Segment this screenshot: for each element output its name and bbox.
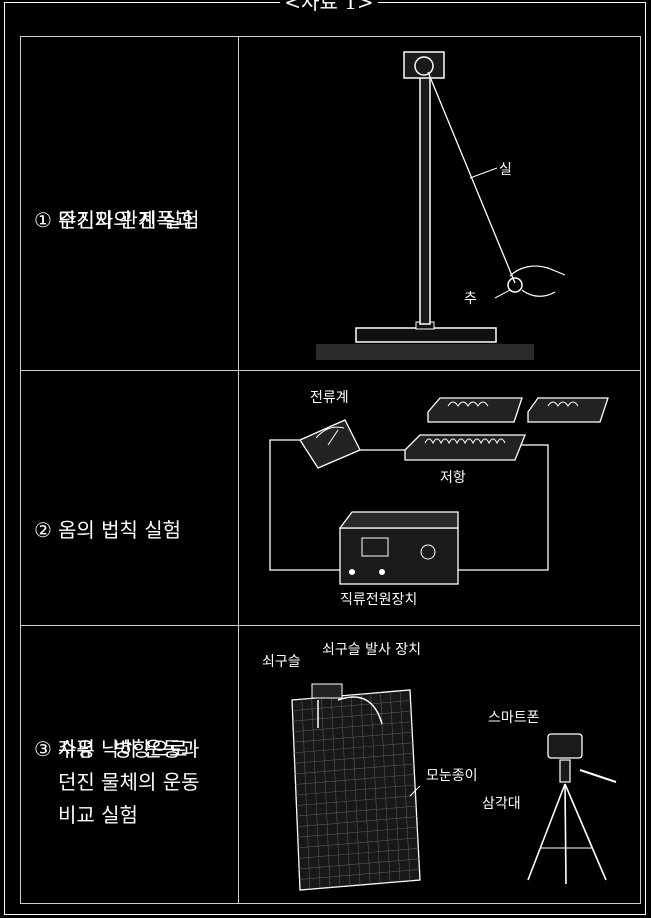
grid-line-horizontal [297,816,417,827]
label-power-supply: 직류전원장치 [340,592,417,608]
resistor-spare-2 [527,397,609,423]
resistor-main [404,434,526,461]
row3-line1: 자유 낙하 운동과 [57,737,200,761]
row1-line2: 주기의 관계 실험 [58,208,200,232]
grid-line-horizontal [295,784,416,796]
grid-line-horizontal [297,826,418,838]
grid-line-horizontal [292,710,412,722]
label-grid-paper: 모눈종이 [426,768,478,784]
grid-line-horizontal [298,837,418,849]
launcher-device [311,683,343,699]
row3-line3: 던진 물체의 운동 [58,770,200,794]
frame-border-bottom [4,914,646,915]
label-string: 실 [499,162,512,178]
grid-line-horizontal [296,805,417,817]
ohm-circuit: 전류계 저항 직류전원장치 [269,390,609,608]
row2-line1: 옴의 법칙 실험 [57,518,182,542]
ammeter [299,419,361,469]
wire-left [269,439,345,571]
grid-line-horizontal [295,774,415,785]
string-pointer [469,167,498,179]
clamp [403,51,445,79]
label-tripod: 삼각대 [482,796,521,812]
grid-line-horizontal [296,795,416,806]
frame-border-left [4,2,5,914]
row1-line1: 단진자의 진폭과 [57,208,194,232]
pendulum-bob [507,277,523,293]
grid-line-horizontal [299,858,419,870]
material-title: <자료 1> [284,0,374,14]
resistor-spare-1 [427,397,523,423]
frame-border-top-left [4,2,280,3]
dc-power-supply [338,511,459,585]
stand-base [355,327,497,343]
table-row-divider-1 [20,370,641,371]
label-ball: 쇠구슬 [262,654,301,670]
projectile-path-arrow [337,696,383,725]
row1-number: ① [34,208,52,232]
label-smartphone: 스마트폰 [488,710,540,726]
grid-line-horizontal [294,742,413,754]
label-launcher: 쇠구슬 발사 장치 [322,642,421,658]
label-ammeter: 전류계 [310,390,349,406]
experiment-table [20,36,641,904]
row3-line2: 수평 방향으로 [58,737,188,761]
grid-line-horizontal [299,869,420,880]
grid-line-horizontal [293,731,413,743]
grid-line-horizontal [294,753,414,764]
row2-number: ② [34,518,52,542]
clamp-screw [414,56,434,76]
label-resistor: 저항 [440,470,466,486]
table-surface [316,344,534,360]
projectile-setup: 쇠구슬 쇠구슬 발사 장치 모눈종이 스마트폰 삼각대 [262,642,617,891]
grid-paper [291,689,421,891]
wire-right [455,444,549,571]
weight-pointer [494,289,511,299]
label-weight: 추 [464,291,477,307]
row3-number: ③ [34,737,52,761]
table-row-divider-2 [20,625,641,626]
hand-drawing [509,265,566,297]
grid-line-horizontal [293,721,412,732]
grid-line-horizontal [292,700,411,711]
frame-border-top-right [378,2,645,3]
frame-border-right [645,2,646,914]
table-column-divider [238,36,239,904]
pendulum-apparatus: 실 추 [316,51,566,360]
grid-line-horizontal [298,848,419,859]
smartphone-on-tripod [527,733,617,885]
grid-line-horizontal [295,763,414,775]
row3-line4: 비교 실험 [58,803,138,827]
stand-pole [419,75,431,325]
